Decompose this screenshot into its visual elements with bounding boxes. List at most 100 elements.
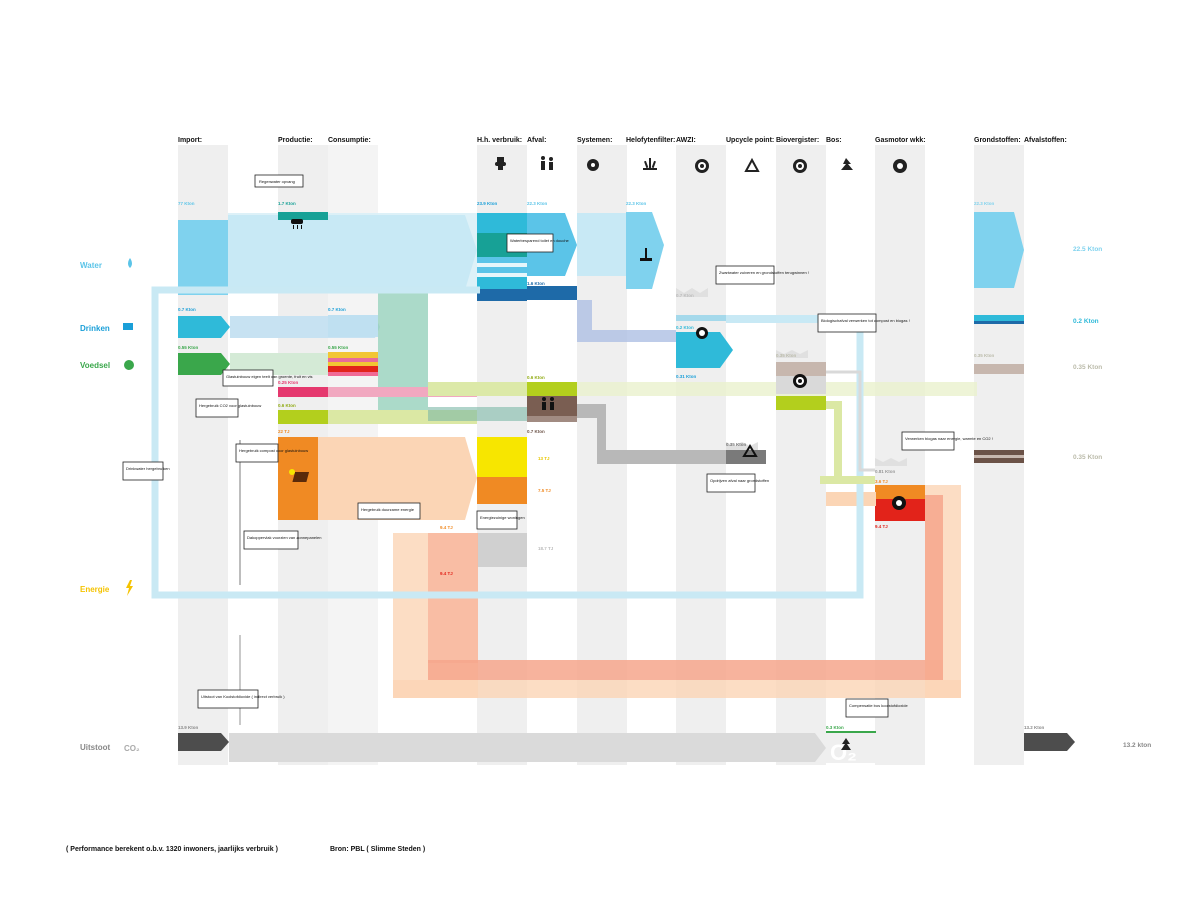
callout-compost: Hergebruik compost voor glastuinbouw <box>235 443 308 463</box>
svg-text:Hergebruik duurzame energie: Hergebruik duurzame energie <box>361 507 415 512</box>
callout-regenwater: Regenwater opvang <box>254 174 304 188</box>
co2-flows: O₂ <box>178 731 1075 765</box>
apple-icon <box>124 360 134 370</box>
water-flows <box>178 212 1024 368</box>
svg-text:Uitstoot van Koolstofdioxide (: Uitstoot van Koolstofdioxide ( indirect … <box>201 694 285 699</box>
svg-text:Regenwater opvang: Regenwater opvang <box>259 179 295 184</box>
afval-water-value: 22.3 Kton <box>527 201 548 206</box>
return-loop <box>151 286 875 725</box>
row-voedsel: Voedsel <box>80 361 110 370</box>
col-grondstoffen: Grondstoffen: <box>974 137 1021 144</box>
toilet-icon <box>495 157 506 170</box>
col-import: Import: <box>178 137 202 144</box>
import-drinken-value: 0.7 Kton <box>178 307 196 312</box>
callouts: Regenwater opvang Waterbesparend toilet … <box>122 174 993 718</box>
bio-top-value: 0.35 Kton <box>776 353 797 358</box>
footer-bron: Bron: PBL ( Slimme Steden ) <box>330 846 426 853</box>
callout-glastuinbouw: Glastuinbouw eigen teelt van groente, fr… <box>222 369 313 387</box>
lightning-icon <box>126 580 133 596</box>
production-flows <box>278 362 1024 464</box>
row-drinken: Drinken <box>80 324 110 333</box>
footer-performance: ( Performance berekent o.b.v. 1320 inwon… <box>66 846 278 853</box>
energie-b-value: 9.4 TJ <box>440 571 453 576</box>
col-biovergister: Biovergister: <box>776 137 819 144</box>
svg-text:Hergebruik CO2 voor glastuinbo: Hergebruik CO2 voor glastuinbouw <box>199 403 261 408</box>
col-awzi: AWZI: <box>676 137 696 144</box>
header-icons <box>495 156 907 173</box>
svg-text:Zwartwater zuiveren en grondst: Zwartwater zuiveren en grondstoffen teru… <box>719 270 809 275</box>
row-uitstoot: Uitstoot <box>80 743 111 752</box>
svg-text:Dakoppervlak voorzien van zonn: Dakoppervlak voorzien van zonnepanelen <box>247 535 322 540</box>
awzi-bottom-value: 0.31 Kton <box>676 374 697 379</box>
solar-panel-icon <box>289 469 310 482</box>
right-co2-value: 13.2 kton <box>1123 742 1151 749</box>
prod-voedsel-value: 0.25 Kton <box>278 380 299 385</box>
gear-icon <box>587 159 599 171</box>
hh-yellow-value: 13 TJ <box>538 456 550 461</box>
cleaning-icon <box>695 159 709 173</box>
water-drop-icon <box>128 258 132 268</box>
col-consumptie: Consumptie: <box>328 137 371 144</box>
right-drinken-value: 0.2 Kton <box>1073 318 1099 325</box>
afval-voedsel-value: 0.6 Kton <box>527 375 545 380</box>
import-water-value: 77 Kton <box>178 201 195 206</box>
prod-energie-value: 22 TJ <box>278 429 290 434</box>
col-upcycle: Upcycle point: <box>726 137 774 144</box>
digester-icon <box>793 374 807 388</box>
svg-text:Compensatie bos koolstofdioxid: Compensatie bos koolstofdioxide <box>849 703 908 708</box>
voedsel-flows <box>178 352 378 376</box>
right-water-value: 22.5 Kton <box>1073 246 1102 253</box>
right-voedsel-value: 0.35 Kton <box>1073 364 1102 371</box>
row-energie: Energie <box>80 585 110 594</box>
reeds-icon <box>643 158 657 170</box>
col-helofytenfilter: Helofytenfilter: <box>626 137 675 144</box>
cleaning-icon <box>696 327 708 339</box>
col-hh-verbruik: H.h. verbruik: <box>477 137 522 144</box>
engine-icon <box>893 159 907 173</box>
reeds-icon <box>640 248 652 261</box>
cons-drinken-value: 0.7 Kton <box>328 307 346 312</box>
tree-icon <box>841 158 853 170</box>
energie-grey-value: 18.7 TJ <box>538 546 554 551</box>
callout-biologisch: Biologischafval verwerken tot compost en… <box>817 313 910 333</box>
gas-top-value: 0.81 Kton <box>875 469 896 474</box>
col-productie: Productie: <box>278 137 313 144</box>
callout-uitstoot: Uitstoot van Koolstofdioxide ( indirect … <box>197 689 285 709</box>
regenwater-block <box>278 212 328 220</box>
callout-energiezuinig: Energiezuinige woningen <box>476 510 525 530</box>
engine-icon <box>892 496 906 510</box>
prod-water-value: 1.7 Kton <box>278 201 296 206</box>
gas-red-value: 9.4 TJ <box>875 524 888 529</box>
cup-icon <box>123 323 133 330</box>
callout-opdrijven: Opdrijven afval naar grondstoffen <box>706 473 769 493</box>
hh-orange-value: 7.5 TJ <box>538 488 551 493</box>
prod-green-value: 0.6 Kton <box>278 403 296 408</box>
recycle-icon <box>742 444 758 457</box>
col-gasmotor: Gasmotor wkk: <box>875 137 926 144</box>
callout-verwerken: Verwerken biogas naar energie, warmte en… <box>901 431 993 451</box>
afval-water2-value: 1.6 Kton <box>527 281 545 286</box>
col-systemen: Systemen: <box>577 137 612 144</box>
helo-water-value: 22.3 Kton <box>626 201 647 206</box>
gas-mid-value: 3.6 TJ <box>875 479 888 484</box>
afvalstoffen-co2-value: 13.2 Kton <box>1024 725 1045 730</box>
callout-co2glas: Hergebruik CO2 voor glastuinbouw <box>195 398 261 418</box>
svg-text:Waterbesparend toilet en douch: Waterbesparend toilet en douche <box>510 238 570 243</box>
people-icon <box>542 397 554 410</box>
col-bos: Bos: <box>826 137 842 144</box>
recycle-icon <box>744 157 760 172</box>
import-voedsel-value: 0.55 Kton <box>178 345 199 350</box>
rain-icon <box>291 219 303 229</box>
row-co2: CO₂ <box>124 744 140 753</box>
callout-compensatie: Compensatie bos koolstofdioxide <box>845 698 908 718</box>
tree-icon <box>841 738 851 750</box>
col-afval: Afval: <box>527 137 546 144</box>
svg-text:Hergebruik compost voor glastu: Hergebruik compost voor glastuinbouw <box>239 448 308 453</box>
afval-brown-value: 0.7 Kton <box>527 429 545 434</box>
teal-connector <box>378 290 428 422</box>
flow-icons <box>289 219 906 510</box>
column-headers: Import: Productie: Consumptie: H.h. verb… <box>178 137 1067 144</box>
callout-duurzaam: Hergebruik duurzame energie <box>357 502 421 520</box>
awzi-top-value: 0.7 Kton <box>676 293 694 298</box>
